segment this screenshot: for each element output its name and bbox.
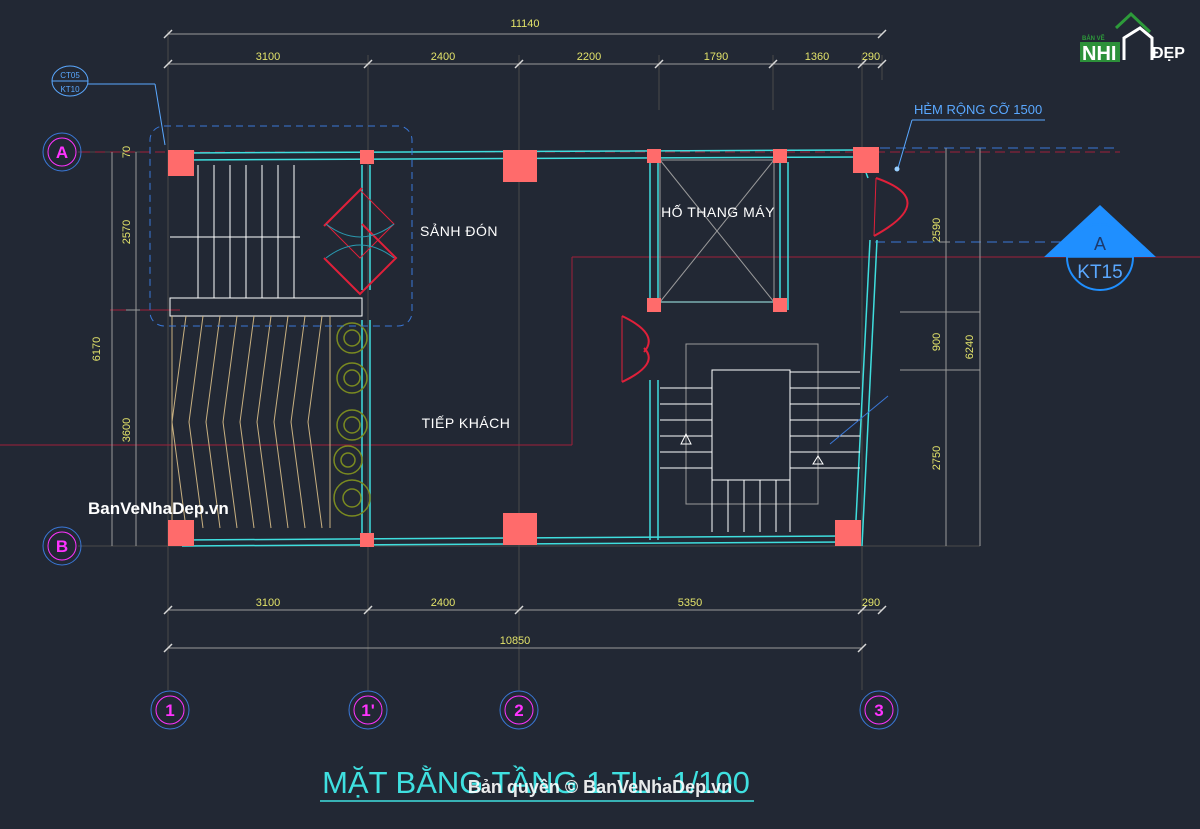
dim-top-seg-6: 290 <box>862 51 880 63</box>
section-sheet: KT15 <box>1077 262 1122 283</box>
alley-callout: HẺM RỘNG CỠ 1500 <box>914 102 1042 117</box>
alley-dash-lines <box>875 147 1120 243</box>
dim-bottom-seg-4: 290 <box>862 597 880 609</box>
logo-nhi-text: NHI <box>1082 43 1116 65</box>
room-label-lobby: SẢNH ĐÓN <box>420 223 498 239</box>
dim-top-seg-3: 2200 <box>577 51 601 63</box>
dim-left-inner-1: 70 <box>121 146 133 158</box>
house-icon <box>1122 26 1154 60</box>
site-logo <box>1080 11 1154 62</box>
dim-right-inner-1: 2590 <box>931 218 943 242</box>
room-label-reception: TIẾP KHÁCH <box>422 415 511 431</box>
stair-upper <box>169 165 363 317</box>
dim-left-inner-3: 3600 <box>121 418 133 442</box>
dimension-ticks <box>163 29 887 653</box>
grid-label-1: 1 <box>165 701 174 720</box>
stair-core <box>660 343 889 532</box>
columns <box>168 147 879 547</box>
doors <box>621 177 909 383</box>
alley-leader-dot <box>894 166 900 172</box>
alley-leader <box>897 119 1045 169</box>
dimension-lines <box>111 33 981 649</box>
dim-bottom-seg-1: 3100 <box>256 597 280 609</box>
grid-label-3: 3 <box>874 701 883 720</box>
detail-tag-bottom: KT10 <box>60 85 80 94</box>
dim-right-inner-2: 900 <box>931 333 943 351</box>
dim-right-inner-3: 2750 <box>931 446 943 470</box>
logo-dep-text: ĐẸP <box>1152 45 1185 62</box>
grid-label-a: A <box>56 143 68 162</box>
detail-tag-top: CT05 <box>60 71 80 80</box>
dim-top-seg-5: 1360 <box>805 51 829 63</box>
elevator-shaft <box>659 159 775 303</box>
grid-label-2: 2 <box>514 701 523 720</box>
entrance-doors <box>323 187 398 296</box>
dim-bottom-seg-2: 2400 <box>431 597 455 609</box>
watermark-text: BanVeNhaDep.vn <box>88 499 229 518</box>
grid-label-1-prime: 1' <box>361 701 375 720</box>
dim-right-outer: 6240 <box>964 335 976 359</box>
logo-small-text: BẢN VẼ <box>1082 35 1105 42</box>
room-label-elevator: HỐ THANG MÁY <box>661 203 775 220</box>
dim-bottom-total: 10850 <box>500 635 531 647</box>
dim-left-inner-2: 2570 <box>121 220 133 244</box>
dim-bottom-seg-3: 5350 <box>678 597 702 609</box>
planters <box>333 322 371 517</box>
stair-ramp <box>171 315 331 529</box>
dim-top-seg-4: 1790 <box>704 51 728 63</box>
drawing-title: MẶT BẰNG TẦNG 1 TL : 1/100 <box>322 765 750 800</box>
lobby-boundary <box>149 125 413 327</box>
house-roof-icon <box>1114 11 1152 34</box>
dim-top-total: 11140 <box>511 18 540 30</box>
grid-label-b: B <box>56 537 68 556</box>
detail-tag <box>51 65 166 146</box>
section-marker <box>1044 205 1156 291</box>
grid-bubbles <box>42 132 899 730</box>
copyright-text: Bản quyền © BanVeNhaDep.vn <box>468 777 732 797</box>
dim-top-seg-2: 2400 <box>431 51 455 63</box>
section-letter: A <box>1094 234 1106 254</box>
dim-top-seg-1: 3100 <box>256 51 280 63</box>
dim-left-outer: 6170 <box>91 337 103 361</box>
